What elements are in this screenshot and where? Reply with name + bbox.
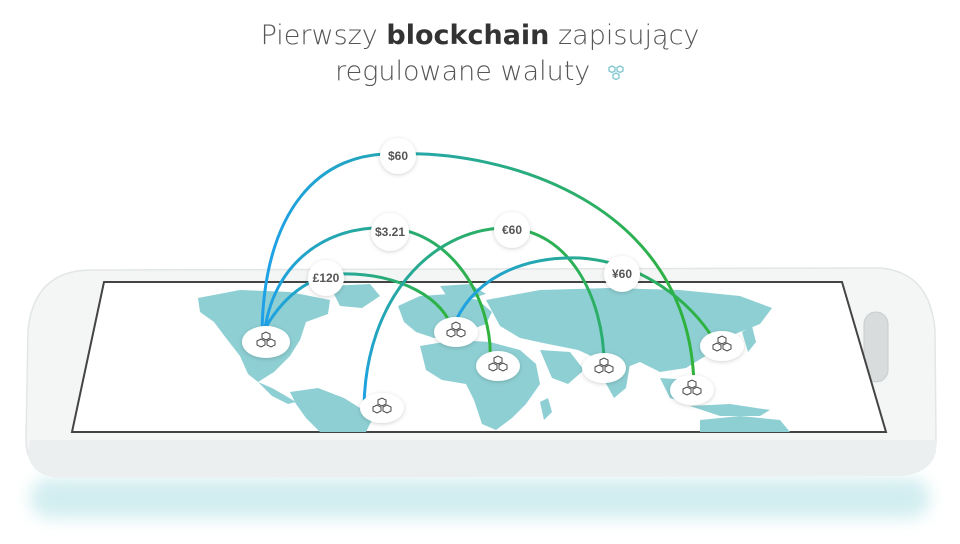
headline-suffix: zapisujący [557,20,700,51]
node-north-america[interactable] [242,326,290,358]
headline-line-1: Pierwszy blockchain zapisujący [0,18,960,54]
price-label-eur60[interactable]: €60 [494,212,530,248]
blocks-logo-icon [608,64,624,80]
arc-usd60 [260,152,696,388]
device-edge [28,440,936,478]
price-label-gbp120[interactable]: £120 [308,260,344,296]
node-south-america[interactable] [360,393,404,423]
node-southeast-asia[interactable] [670,375,714,405]
price-label-text: €60 [502,223,522,237]
network-nodes [242,317,744,423]
price-labels: $60 $3.21 €60 £120 ¥60 [308,138,640,296]
price-label-text: $60 [388,149,408,163]
node-middle-east[interactable] [582,353,626,383]
node-europe[interactable] [434,317,478,347]
headline-prefix: Pierwszy [260,20,378,51]
headline-line-2: regulowane waluty [0,54,960,90]
headline-bold-word: blockchain [386,20,550,51]
node-east-asia[interactable] [700,331,744,361]
headline: Pierwszy blockchain zapisujący regulowan… [0,18,960,90]
headline-line-2-text: regulowane waluty [335,56,591,87]
price-label-text: $3.21 [375,225,405,239]
price-label-text: £120 [313,271,340,285]
arc-jpy60 [450,256,716,342]
device-glow [30,478,930,518]
price-label-usd60[interactable]: $60 [380,138,416,174]
price-label-usd321[interactable]: $3.21 [371,213,409,251]
price-label-text: ¥60 [612,267,632,281]
price-label-jpy60[interactable]: ¥60 [604,256,640,292]
home-button [863,311,889,383]
node-africa[interactable] [476,351,520,381]
